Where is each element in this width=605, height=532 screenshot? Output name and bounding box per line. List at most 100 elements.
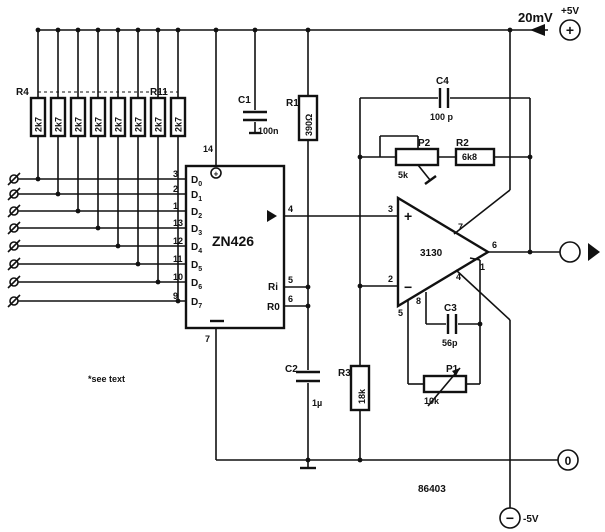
junction-dot [155,27,161,33]
junction-dot [305,284,311,290]
resistor-value: 2k7 [54,117,64,132]
junction-dot [305,457,311,463]
r3-label: R3 [338,368,351,379]
opamp-pin2: 2 [388,274,393,284]
input-pin-number: 10 [173,272,183,282]
vcc-symbol-plus: + [214,170,219,179]
opamp-body [396,195,491,309]
supply-arrow-icon [530,24,545,36]
input-terminal-mark [7,204,21,218]
resistor-value: 2k7 [174,117,184,132]
junction-dot [75,27,81,33]
opamp-pin1-lead [469,257,481,261]
junction-dot [115,243,121,249]
input-pin-number: 13 [173,218,183,228]
r1-value: 390Ω [304,114,314,136]
input-pin-number: 11 [173,254,183,264]
input-label: D1 [191,190,202,203]
ground-terminal[interactable] [557,449,579,471]
p2-label: P2 [418,138,431,149]
opamp-pin7: 7 [458,222,463,232]
vplus-terminal-sign: + [566,22,574,38]
junctions [213,27,533,463]
junction-dot [155,279,161,285]
junction-dot [527,154,533,160]
c2-value: 1µ [312,398,322,408]
junction-dot [175,27,181,33]
dac-vcc-pin: 14 [203,144,213,154]
dac-out-pin: 4 [288,204,293,214]
junction-dot [477,321,483,327]
see-text-note: *see text [88,374,125,384]
junction-dot [357,283,363,289]
ri-pin: 5 [288,275,293,285]
ro-pin: 6 [288,294,293,304]
vplus-label: +5V [561,6,579,17]
p1-label: P1 [446,364,459,375]
input-pin-number: 9 [173,291,178,301]
junction-dot [75,208,81,214]
input-terminal-mark [7,187,21,201]
input-terminal-mark [7,172,21,186]
p1-wiper-head-icon [452,368,460,376]
input-label: D2 [191,207,202,220]
vminus-terminal[interactable] [499,507,521,529]
junction-dot [55,191,61,197]
c4-value: 100 p [430,112,454,122]
vplus-terminal[interactable] [559,19,581,41]
dac-name: ZN426 [212,233,254,249]
input-terminal-mark [7,257,21,271]
input-terminal-mark [7,275,21,289]
input-pin-number: 12 [173,236,183,246]
ro-label: R0 [267,302,280,313]
opamp-pin5: 5 [398,308,403,318]
junction-dot [95,225,101,231]
resistor-value: 2k7 [34,117,44,132]
junction-dot [357,154,363,160]
output-arrow-icon [588,243,600,261]
c4-label: C4 [436,76,449,87]
opamp-pin3: 3 [388,204,393,214]
input-pin-number: 2 [173,184,178,194]
ground-terminal-label: 0 [565,454,572,468]
dac-chip [184,164,286,330]
p2-adjust-icon [424,175,437,185]
ref-voltage-label: 20mV [518,10,553,25]
resistor-value: 2k7 [74,117,84,132]
input-pin-number: 1 [173,201,178,211]
input-label: D0 [191,175,202,188]
junction-dot [305,27,311,33]
junction-dot [135,261,141,267]
input-terminal-mark [7,221,21,235]
vminus-label: -5V [523,514,539,525]
vcc-symbol-icon [210,167,222,179]
junction-dot [252,27,258,33]
input-terminal-mark [7,294,21,308]
junction-dot [35,27,41,33]
opamp-plus: + [404,208,412,224]
c2-label: C2 [285,364,298,375]
input-terminal-mark [7,239,21,253]
r1-label: R1 [286,98,299,109]
opamp-pin4: 4 [456,272,461,282]
dac-output-arrow-icon [267,210,277,222]
junction-dot [507,27,513,33]
input-label: D5 [191,260,202,273]
output-terminal[interactable] [559,241,581,263]
resistor-value: 2k7 [154,117,164,132]
junction-dot [213,27,219,33]
resistor-value: 2k7 [134,117,144,132]
p1-wiper-arrow [427,367,461,407]
ri-label: Ri [268,282,278,293]
junction-dot [55,27,61,33]
resistor-value: 2k7 [114,117,124,132]
p2-body [394,147,440,167]
p2-value: 5k [398,170,409,180]
dac-gnd-pin: 7 [205,334,210,344]
p1-body [422,374,468,394]
junction-dot [115,27,121,33]
